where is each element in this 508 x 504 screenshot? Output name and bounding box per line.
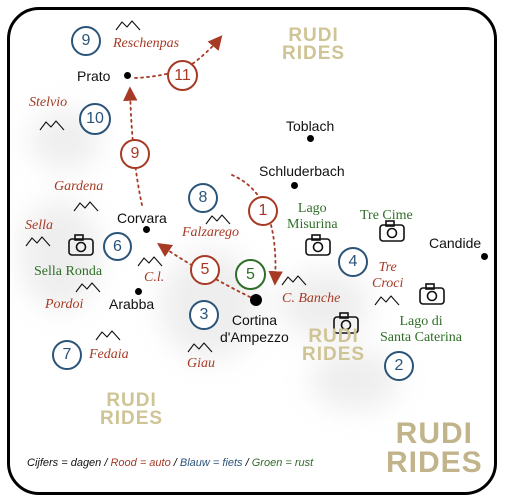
legend-sep: / — [242, 457, 252, 469]
legend-sep: / — [170, 457, 180, 469]
mountain-icon — [374, 295, 400, 306]
day-marker-fiets: 7 — [52, 340, 82, 370]
town-dot-cortina — [250, 294, 262, 306]
pass-label-tre-croci: Tre Croci — [372, 260, 403, 292]
day-marker-auto: 5 — [190, 255, 220, 285]
camera-icon — [419, 283, 445, 305]
pass-label-giau: Giau — [187, 356, 215, 371]
legend-rust: Groen = rust — [251, 457, 314, 469]
day-marker-auto: 1 — [248, 196, 278, 226]
town-label-candide: Candide — [429, 235, 482, 251]
route-lines — [25, 20, 445, 353]
day-marker-fiets: 10 — [79, 103, 111, 135]
mountain-icon — [187, 342, 213, 353]
pass-label-stelvio: Stelvio — [29, 95, 68, 110]
pass-label-falzarego: Falzarego — [182, 225, 240, 240]
rest-label-santa-caterina-line1: Lago di — [399, 314, 443, 329]
day-marker-fiets: 6 — [103, 232, 132, 261]
mountain-icon — [281, 275, 307, 286]
mountain-icon — [25, 236, 51, 247]
town-label-cortina-line1: Cortina — [231, 312, 277, 328]
legend-days: Cijfers = dagen — [27, 457, 102, 469]
pass-label-fedaia: Fedaia — [89, 347, 129, 362]
mountain-icon — [137, 256, 163, 267]
town-dot-arabba — [135, 288, 142, 295]
town-label-cortina: Cortina d'Ampezzo — [220, 312, 289, 345]
day-marker-fiets: 4 — [338, 247, 368, 277]
route-corvara-prato — [123, 86, 143, 206]
pass-label-c-banche: C. Banche — [282, 291, 341, 306]
rest-label-tre-cime: Tre Cime — [360, 208, 413, 223]
town-label-corvara: Corvara — [117, 210, 167, 226]
pass-label-sella: Sella — [25, 218, 53, 233]
town-label-toblach: Toblach — [286, 118, 335, 134]
day-marker-fiets: 9 — [71, 26, 101, 56]
pass-label-cl: C.l. — [144, 270, 165, 285]
town-label-arabba: Arabba — [109, 296, 155, 312]
day-marker-fiets: 2 — [384, 351, 414, 381]
legend: Cijfers = dagen / Rood = auto / Blauw = … — [27, 457, 313, 469]
mountain-icon — [95, 330, 121, 341]
day-marker-auto: 9 — [120, 139, 150, 169]
mountain-icon — [115, 20, 141, 31]
day-marker-auto: 11 — [167, 60, 198, 91]
legend-fiets: Blauw = fiets — [179, 457, 243, 469]
pass-label-pordoi: Pordoi — [45, 297, 84, 312]
rest-label-sella-ronda: Sella Ronda — [34, 264, 103, 279]
mountain-icon — [39, 120, 65, 131]
pass-label-tre-croci-line1: Tre — [378, 260, 397, 275]
town-label-schluderbach: Schluderbach — [259, 163, 345, 179]
pass-label-tre-croci-line2: Croci — [372, 276, 404, 292]
mountain-icon — [75, 282, 101, 293]
day-marker-rust: 5 — [235, 259, 266, 290]
route-schluderbach-cortina — [231, 174, 283, 286]
town-dot-corvara — [143, 226, 150, 233]
pass-label-gardena: Gardena — [54, 179, 104, 194]
town-dot-toblach — [307, 135, 314, 142]
day-marker-fiets: 3 — [189, 300, 219, 330]
town-label-cortina-line2: d'Ampezzo — [220, 328, 289, 345]
camera-icon — [333, 312, 359, 334]
camera-icons — [68, 220, 445, 334]
route-cortina-corvara — [157, 243, 251, 298]
rest-label-santa-caterina-line2: Santa Caterina — [380, 329, 463, 345]
rest-label-lago-misurina: Lago Misurina — [287, 201, 338, 232]
mountain-icon — [73, 201, 99, 212]
pass-label-reschenpas: Reschenpas — [113, 36, 180, 51]
route-prato-reschen — [134, 35, 223, 79]
rest-label-lago-misurina-line1: Lago — [297, 201, 327, 216]
legend-sep: / — [101, 457, 111, 469]
legend-auto: Rood = auto — [110, 457, 171, 469]
mountain-icon — [205, 214, 231, 225]
town-dot-prato — [124, 72, 131, 79]
camera-icon — [68, 234, 94, 256]
rest-label-lago-misurina-line2: Misurina — [287, 216, 338, 232]
town-dot-schluderbach — [291, 182, 298, 189]
rest-label-santa-caterina: Lago di Santa Caterina — [380, 314, 462, 345]
terrain-shade — [280, 270, 370, 340]
town-dot-candide — [481, 253, 488, 260]
day-marker-fiets: 8 — [188, 183, 218, 213]
town-label-prato: Prato — [77, 68, 111, 84]
camera-icon — [305, 234, 331, 256]
camera-icon — [379, 220, 405, 242]
